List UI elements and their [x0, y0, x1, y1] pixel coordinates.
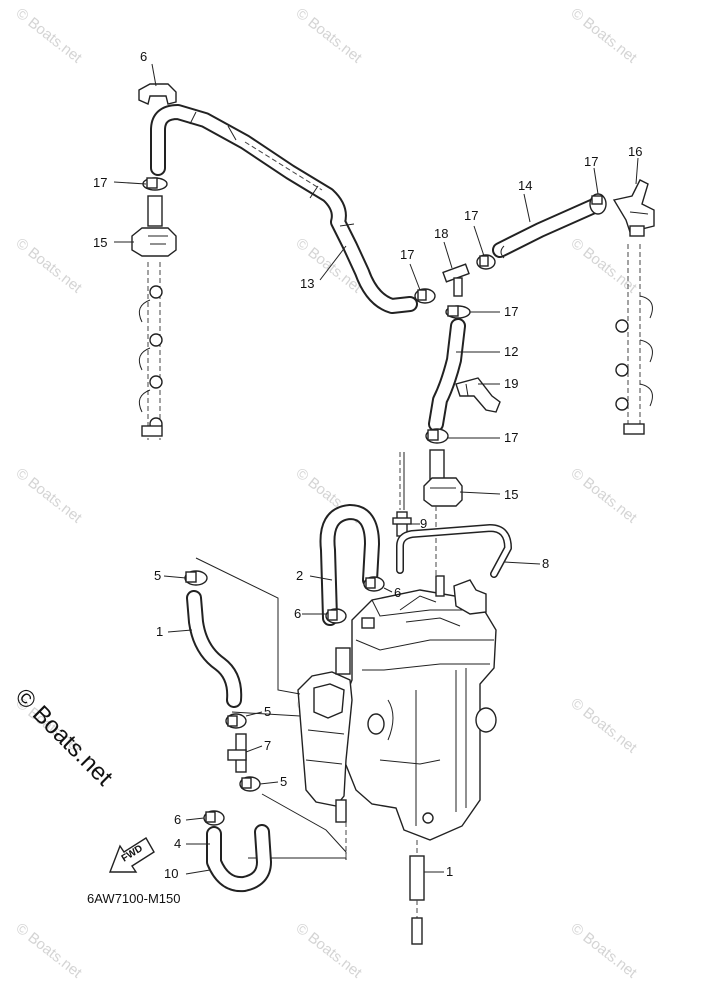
callout-11: 6 — [140, 49, 147, 64]
callout-5: 5 — [264, 704, 271, 719]
callout-6: 6 — [394, 585, 401, 600]
watermark: © Boats.net — [293, 920, 366, 982]
fwd-arrow-icon: FWD — [108, 837, 155, 873]
callout-7: 7 — [264, 738, 271, 753]
hose-clamp-part-17-b — [414, 288, 436, 304]
fuel-pump-assembly — [343, 575, 497, 841]
callout-5: 5 — [280, 774, 287, 789]
callout-15: 15 — [93, 235, 107, 250]
watermarks: © Boats.net © Boats.net © Boats.net © Bo… — [13, 5, 641, 982]
hose-clamp-part-5-c — [239, 776, 261, 792]
bracket-part-19 — [455, 377, 501, 413]
hose-clamp-part-17-a — [142, 177, 168, 191]
fuel-pipe-part-8 — [396, 524, 512, 578]
hose-clamp-part-6-b — [325, 608, 347, 624]
callout-2: 1 — [156, 624, 163, 639]
fuel-hose-part-2 — [186, 590, 243, 708]
joint-part-7 — [227, 733, 247, 773]
callout-17: 17 — [504, 304, 518, 319]
watermark: © Boats.net — [568, 920, 641, 982]
callout-13: 13 — [300, 276, 314, 291]
watermark: © Boats.net — [293, 5, 366, 67]
fuel-hose-part-12 — [428, 318, 466, 432]
callout-8: 8 — [542, 556, 549, 571]
elbow-connector-part-16 — [612, 179, 655, 237]
callout-5: 5 — [154, 568, 161, 583]
watermark: © Boats.net — [568, 695, 641, 757]
hose-clamp-part-17-d — [589, 193, 607, 215]
callout-19: 19 — [504, 376, 518, 391]
callout-6: 6 — [174, 812, 181, 827]
callout-16: 16 — [628, 144, 642, 159]
watermark: © Boats.net — [13, 920, 86, 982]
hose-clamp-part-5-a — [184, 570, 208, 586]
fuel-hose-part-3 — [319, 504, 380, 626]
callout-18: 18 — [434, 226, 448, 241]
callout-12: 12 — [504, 344, 518, 359]
fuel-hose-part-4-10 — [206, 824, 272, 893]
t-fitting-part-18 — [442, 263, 470, 297]
diagram-code: 6AW7100-M150 — [87, 891, 180, 906]
callout-1: 1 — [446, 864, 453, 879]
clip-part-11 — [138, 83, 177, 105]
fuel-rail-right — [615, 244, 653, 435]
hose-clamp-part-6-a — [203, 810, 225, 826]
callout-10: 10 — [164, 866, 178, 881]
watermark: © Boats.net — [13, 465, 86, 527]
hose-clamp-part-5-b — [225, 713, 247, 729]
fuel-hose-part-14 — [492, 198, 602, 259]
leader-lines — [113, 63, 639, 875]
watermark: © Boats.net — [13, 235, 86, 297]
hose-clamp-part-17-c — [476, 254, 496, 270]
callout-9: 9 — [420, 516, 427, 531]
callout-14: 14 — [518, 178, 532, 193]
drain-tube-part-1 — [409, 840, 425, 945]
callout-3: 2 — [296, 568, 303, 583]
callout-17: 17 — [584, 154, 598, 169]
watermark: © Boats.net — [568, 465, 641, 527]
fuel-filter-housing — [297, 647, 353, 823]
watermark: © Boats.net — [568, 235, 641, 297]
callout-17: 17 — [504, 430, 518, 445]
watermark: © Boats.net — [568, 5, 641, 67]
callout-6: 6 — [294, 606, 301, 621]
callout-17: 17 — [93, 175, 107, 190]
hose-clamp-part-6-c — [363, 576, 385, 592]
callouts: 6 17 15 13 17 18 17 14 17 16 17 12 19 17… — [93, 49, 642, 881]
top-fuel-hose — [150, 104, 418, 314]
fuel-connector-part-15-a — [131, 195, 177, 257]
hose-clamp-part-17-f — [425, 428, 449, 444]
brand-mark: © Boats.net — [10, 683, 118, 791]
fuel-connector-part-15-b — [423, 449, 463, 578]
watermark: © Boats.net — [13, 5, 86, 67]
hose-clamp-part-17-e — [445, 305, 471, 319]
callout-17: 17 — [400, 247, 414, 262]
callout-17: 17 — [464, 208, 478, 223]
callout-4: 4 — [174, 836, 181, 851]
fuel-rail-left — [138, 262, 163, 440]
callout-15: 15 — [504, 487, 518, 502]
